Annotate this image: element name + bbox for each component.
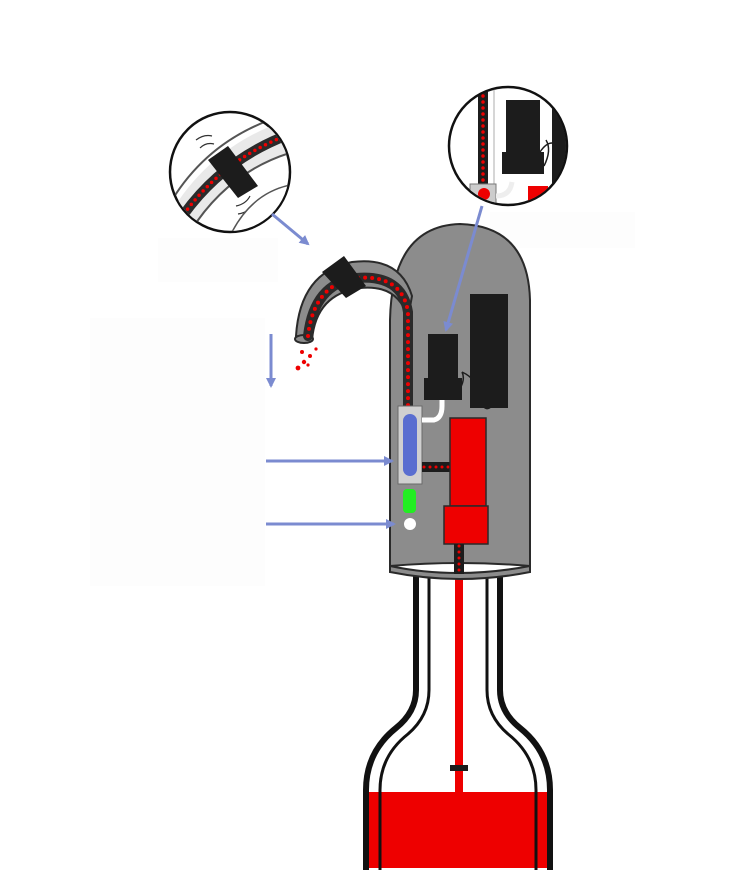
blank-label-panel-spout bbox=[158, 238, 278, 282]
wine-fill bbox=[368, 792, 548, 868]
callout-motor-base bbox=[502, 152, 544, 174]
pump-icon bbox=[443, 417, 489, 574]
blank-label-panel-left bbox=[90, 318, 265, 586]
air-tube bbox=[422, 396, 445, 423]
wine-droplets bbox=[295, 347, 318, 371]
callout-red-port bbox=[478, 188, 490, 200]
power-button-icon bbox=[404, 518, 416, 530]
bottle-neck-inner-right bbox=[485, 574, 538, 870]
spout-clamp bbox=[322, 256, 366, 298]
led-indicator-icon bbox=[403, 489, 416, 513]
spout-detail-arrow bbox=[271, 212, 310, 246]
callout-shine-1 bbox=[195, 134, 215, 149]
bottle-neck-inner bbox=[378, 574, 431, 870]
level-sensor-icon bbox=[397, 405, 423, 485]
blank-label-panel-right bbox=[490, 212, 635, 248]
motor-base bbox=[424, 378, 462, 400]
sensor-window bbox=[403, 414, 417, 476]
motor-icon bbox=[424, 334, 493, 410]
bottle-outline-right bbox=[497, 572, 553, 870]
intake-tube bbox=[455, 544, 463, 794]
callout-motor-body bbox=[506, 100, 540, 152]
motor-body bbox=[428, 334, 458, 378]
motor-detail-arrow bbox=[443, 205, 484, 332]
intake-tube-clip bbox=[450, 765, 468, 771]
spout-tube-dots bbox=[306, 275, 410, 414]
bottle-outline bbox=[363, 572, 419, 870]
battery-icon bbox=[470, 294, 508, 408]
aerator-housing bbox=[294, 222, 531, 580]
wine-bottle-icon bbox=[363, 544, 553, 870]
callout-wire bbox=[539, 139, 557, 167]
callout-clamp bbox=[208, 146, 258, 198]
pump-base bbox=[443, 505, 489, 545]
motor-detail-callout bbox=[447, 85, 569, 207]
callout-battery bbox=[552, 90, 566, 204]
pointer-arrows bbox=[266, 205, 484, 529]
callout-white-tube bbox=[495, 181, 515, 199]
pump-body bbox=[449, 417, 487, 507]
housing-collar bbox=[389, 564, 531, 580]
